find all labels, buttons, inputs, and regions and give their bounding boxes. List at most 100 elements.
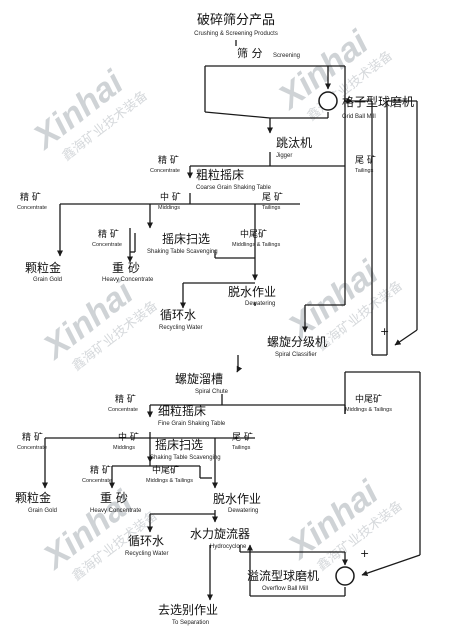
node-classifier-sublabel: Spiral Classifier [275,352,317,358]
node-dewatering-2-sublabel: Dewatering [228,508,258,514]
node-products-label: 破碎筛分产品 [197,13,275,28]
node-scavenging-1-sublabel: Shaking Table Scavenging [147,249,218,255]
edge-jig-conc-sublabel: Concentrate [150,168,180,174]
node-separation-sublabel: To Separation [172,620,209,626]
edge-chute-midtail-label: 中尾矿 [355,393,382,405]
node-spiral-chute: 螺旋溜槽 Spiral Chute [175,371,229,395]
overflow-mill-symbol [335,566,355,586]
plus-sign-2: + [360,547,369,560]
node-dewatering-2-label: 脱水作业 [213,491,261,506]
connector [394,329,418,346]
edge-ft-conc-label: 精 矿 [22,431,43,443]
node-grain-gold-2-label: 颗粒金 [15,490,51,505]
edge-ft-conc-sublabel: Concentrate [17,445,47,451]
edge-ct-mid-sublabel: Middings [158,205,180,211]
node-heavy-sand-1-label: 重 砂 [112,261,140,275]
edge-sc2-midtail-sublabel: Middings & Tailings [146,478,193,484]
node-dewatering-1: 脱水作业 Dewatering [228,284,276,307]
connector [204,111,271,119]
node-dewatering-2: 脱水作业 Dewatering [213,491,261,514]
edge-jig-tail-label: 尾 矿 [355,154,376,166]
node-fine-table-sublabel: Fine Grain Shaking Table [158,421,226,427]
edge-chute-conc-label: 精 矿 [115,393,136,405]
edge-jig-tail-sublabel: Tailings [355,168,374,174]
node-products: 破碎筛分产品 Crushing & Screening Products [194,13,278,37]
node-hydrocyclone-label: 水力旋流器 [190,527,250,541]
node-scavenging-1: 摇床扫选 Shaking Table Scavenging [147,232,218,255]
node-heavy-sand-1-sublabel: Heavy Concentrate [102,277,154,283]
node-recycling-1-sublabel: Recycling Water [159,325,202,331]
node-scavenging-2: 摇床扫选 Shaking Table Scavenging [150,438,221,461]
node-overflow-mill: 溢流型球磨机 Overflow Ball Mill [247,569,319,592]
edge-ct-conc-sublabel: Concentrate [17,205,47,211]
node-fine-table-label: 细粒摇床 [158,403,206,418]
node-hydrocyclone-sublabel: Hydrocyclone [210,544,247,550]
watermark-2: Xinhai 鑫海矿业技术装备 [270,23,396,125]
watermark-3: Xinhai 鑫海矿业技术装备 [35,273,161,375]
node-jigger-label: 跳汰机 [276,136,312,150]
node-heavy-sand-2-sublabel: Heavy Concentrate [90,508,142,514]
node-heavy-sand-2: 重 砂 Heavy Concentrate [90,491,142,514]
edge-sc2-midtail-label: 中尾矿 [152,464,179,476]
edge-sc2-conc-label: 精 矿 [90,464,111,476]
node-recycling-2: 循环水 Recycling Water [125,534,168,557]
edge-labels: 精 矿 Concentrate 尾 矿 Tailings 精 矿 Concent… [17,154,392,560]
edge-ct-tail-sublabel: Tailings [262,205,281,211]
node-spiral-chute-sublabel: Spiral Chute [195,389,229,395]
watermark-1: Xinhai 鑫海矿业技术装备 [25,63,151,165]
node-hydrocyclone: 水力旋流器 Hydrocyclone [190,527,250,550]
node-screening-label: 筛 分 [237,46,263,60]
edge-chute-midtail-sublabel: Middings & Tailings [345,407,392,413]
edge-ft-tail-sublabel: Tailings [232,445,251,451]
edge-ct-mid-label: 中 矿 [160,191,181,203]
node-separation-label: 去选别作业 [158,603,218,617]
node-recycling-1: 循环水 Recycling Water [159,308,202,331]
node-separation: 去选别作业 To Separation [158,603,218,626]
node-spiral-chute-label: 螺旋溜槽 [175,371,223,386]
edge-ft-tail-label: 尾 矿 [232,431,253,443]
node-recycling-2-label: 循环水 [128,534,164,548]
node-jigger-sublabel: Jigger [276,153,292,159]
node-classifier-label: 螺旋分级机 [267,335,327,349]
node-jigger: 跳汰机 Jigger [276,136,312,159]
node-screening: 筛 分 Screening [237,46,300,60]
edge-ft-mid-label: 中 矿 [118,431,139,443]
plus-sign-1: + [380,325,389,338]
node-products-sublabel: Crushing & Screening Products [194,31,278,37]
node-grain-gold-1-sublabel: Grain Gold [33,277,62,283]
node-grain-gold-2: 颗粒金 Grain Gold [15,490,57,514]
node-overflow-mill-sublabel: Overflow Ball Mill [262,586,308,592]
node-recycling-2-sublabel: Recycling Water [125,551,168,557]
node-grain-gold-1: 颗粒金 Grain Gold [25,260,62,283]
watermark-6: Xinhai 鑫海矿业技术装备 [280,473,406,575]
node-heavy-sand-1: 重 砂 Heavy Concentrate [102,261,154,283]
node-classifier: 螺旋分级机 Spiral Classifier [267,335,327,358]
edge-sc1-conc-label: 精 矿 [98,228,119,240]
node-overflow-mill-label: 溢流型球磨机 [247,569,319,583]
edge-ct-tail-label: 尾 矿 [262,191,283,203]
node-scavenging-2-sublabel: Shaking Table Scavenging [150,455,221,461]
grid-mill-symbol [318,91,338,111]
connector [236,365,243,373]
node-coarse-table-sublabel: Coarse Grain Shaking Table [196,185,272,191]
edge-sc1-midtail-label: 中尾矿 [240,228,267,240]
node-heavy-sand-2-label: 重 砂 [100,491,128,505]
node-grain-gold-1-label: 颗粒金 [25,260,61,275]
node-dewatering-1-sublabel: Dewatering [245,301,275,307]
node-dewatering-1-label: 脱水作业 [228,284,276,299]
edge-chute-conc-sublabel: Concentrate [108,407,138,413]
node-grid-mill: 格子型球磨机 Grid Ball Mill [342,94,414,120]
edge-sc1-conc-sublabel: Concentrate [92,242,122,248]
node-screening-sublabel: Screening [273,53,300,59]
node-recycling-1-label: 循环水 [160,308,196,322]
node-grain-gold-2-sublabel: Grain Gold [28,508,57,514]
node-grid-mill-sublabel: Grid Ball Mill [342,114,376,120]
node-grid-mill-label: 格子型球磨机 [342,94,414,109]
node-fine-table: 细粒摇床 Fine Grain Shaking Table [158,403,226,427]
node-coarse-table-label: 粗粒摇床 [196,167,244,182]
node-coarse-table: 粗粒摇床 Coarse Grain Shaking Table [196,167,272,191]
connector [361,554,421,577]
node-scavenging-2-label: 摇床扫选 [155,438,203,452]
edge-sc1-midtail-sublabel: Middlings & Tailings [232,242,280,248]
